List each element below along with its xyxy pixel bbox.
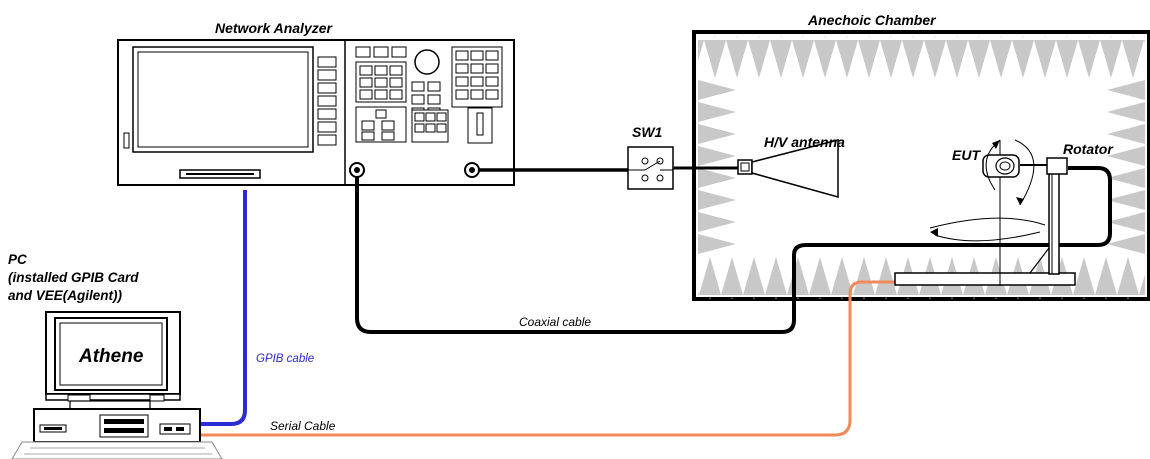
rotator-label: Rotator xyxy=(1063,141,1114,157)
sw1-switch xyxy=(627,146,674,190)
gpib-cable xyxy=(200,190,247,426)
pc-screen-text: Athene xyxy=(78,346,144,367)
eut-label: EUT xyxy=(952,147,981,163)
pc-label-line3: and VEE(Agilent)) xyxy=(8,288,123,303)
na-port-2 xyxy=(464,162,480,178)
serial-cable-label: Serial Cable xyxy=(270,419,336,433)
network-analyzer xyxy=(117,39,515,186)
gpib-cable-label: GPIB cable xyxy=(256,353,314,365)
hv-antenna-label: H/V antenna xyxy=(764,134,845,150)
hv-antenna xyxy=(737,139,839,198)
coaxial-cable xyxy=(355,166,1112,334)
serial-cable xyxy=(200,280,896,437)
eut-rotator-assembly xyxy=(894,139,1076,286)
pc-computer xyxy=(11,311,223,459)
pc-label-line2: (installed GPIB Card xyxy=(8,270,139,285)
anechoic-chamber-label: Anechoic Chamber xyxy=(807,12,937,28)
coaxial-cable-label: Coaxial cable xyxy=(519,315,591,329)
network-analyzer-label: Network Analyzer xyxy=(215,20,334,36)
sw1-label: SW1 xyxy=(632,124,663,140)
pc-label-line1: PC xyxy=(8,252,27,267)
na-port-1 xyxy=(349,162,365,178)
